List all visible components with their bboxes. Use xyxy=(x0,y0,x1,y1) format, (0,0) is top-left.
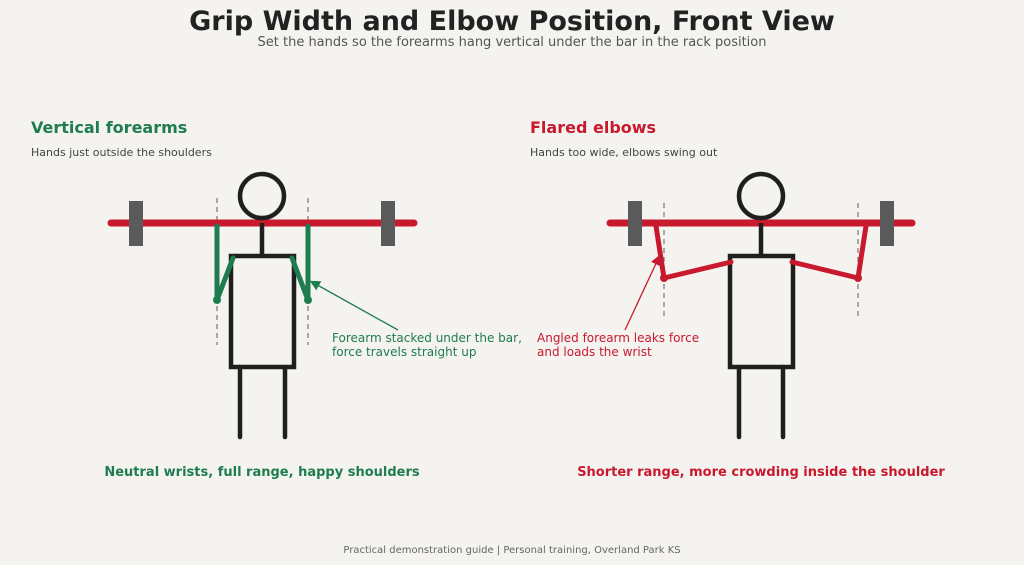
good-elbow-left xyxy=(213,296,221,304)
good-annotation-line-2: force travels straight up xyxy=(332,345,477,359)
bad-panel-subtitle: Hands too wide, elbows swing out xyxy=(530,146,718,159)
good-plate-left xyxy=(129,201,143,246)
good-figure xyxy=(107,171,418,440)
bad-head xyxy=(736,171,786,221)
bad-plate-right xyxy=(880,201,894,246)
good-plate-right xyxy=(381,201,395,246)
bad-elbow-right xyxy=(854,274,862,282)
good-caption: Neutral wrists, full range, happy should… xyxy=(104,465,420,480)
good-panel-subtitle: Hands just outside the shoulders xyxy=(31,146,212,159)
good-annotation-line-1: Forearm stacked under the bar, xyxy=(332,331,522,345)
bad-panel-title: Flared elbows xyxy=(530,118,657,137)
bad-annotation-arrow xyxy=(624,254,661,331)
page-subtitle: Set the hands so the forearms hang verti… xyxy=(257,35,767,50)
bad-annotation: Angled forearm leaks force and loads the… xyxy=(537,331,699,359)
good-torso xyxy=(228,253,297,370)
footer-credit: Practical demonstration guide | Personal… xyxy=(343,545,681,556)
bad-caption: Shorter range, more crowding inside the … xyxy=(577,465,945,480)
bad-figure xyxy=(606,171,916,440)
bad-arm-left xyxy=(653,223,734,281)
bad-elbow-left xyxy=(660,274,668,282)
page-title: Grip Width and Elbow Position, Front Vie… xyxy=(189,6,835,37)
bad-torso xyxy=(727,253,796,370)
bad-annotation-line-2: and loads the wrist xyxy=(537,345,652,359)
good-panel-title: Vertical forearms xyxy=(31,118,188,137)
good-annotation: Forearm stacked under the bar, force tra… xyxy=(332,331,522,359)
bad-arm-right xyxy=(789,223,869,281)
good-annotation-arrow xyxy=(309,280,399,331)
bad-annotation-line-1: Angled forearm leaks force xyxy=(537,331,700,345)
bad-plate-left xyxy=(628,201,642,246)
good-elbow-right xyxy=(304,296,312,304)
good-head xyxy=(237,171,287,221)
